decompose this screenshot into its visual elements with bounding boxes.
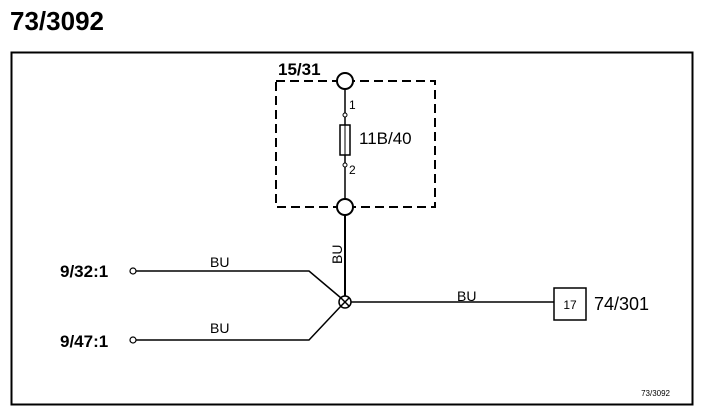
fuse-pin-1-label: 1 (349, 98, 356, 112)
fuse-label: 11B/40 (359, 129, 412, 148)
wire-top-left-color: BU (210, 254, 229, 270)
bottom-terminal (336, 198, 354, 216)
connector-right-box (553, 287, 587, 321)
diagram-frame (10, 51, 694, 406)
component-box (275, 80, 436, 208)
connector-top-left-label: 9/32:1 (60, 262, 108, 281)
wire-right-color: BU (457, 288, 476, 304)
footer-ref: 73/3092 (641, 389, 670, 398)
wire-top-left (136, 270, 342, 299)
wire-bottom-left-color: BU (210, 320, 229, 336)
connector-top-left-pin (129, 267, 137, 275)
fuse-pin-2 (342, 162, 348, 168)
wire-bottom-left (136, 305, 342, 341)
fuse-pin-2-label: 2 (349, 163, 356, 177)
component-box-ref: 15/31 (278, 60, 321, 79)
connector-bottom-left-label: 9/47:1 (60, 332, 108, 351)
top-terminal (336, 72, 354, 90)
connector-right-ref: 74/301 (594, 294, 649, 314)
diagram-title: 73/3092 (10, 6, 104, 36)
wire-vertical-color: BU (329, 245, 345, 264)
connector-bottom-left-pin (129, 336, 137, 344)
fuse-pin-1 (342, 112, 348, 118)
connector-right-number: 17 (563, 298, 577, 312)
